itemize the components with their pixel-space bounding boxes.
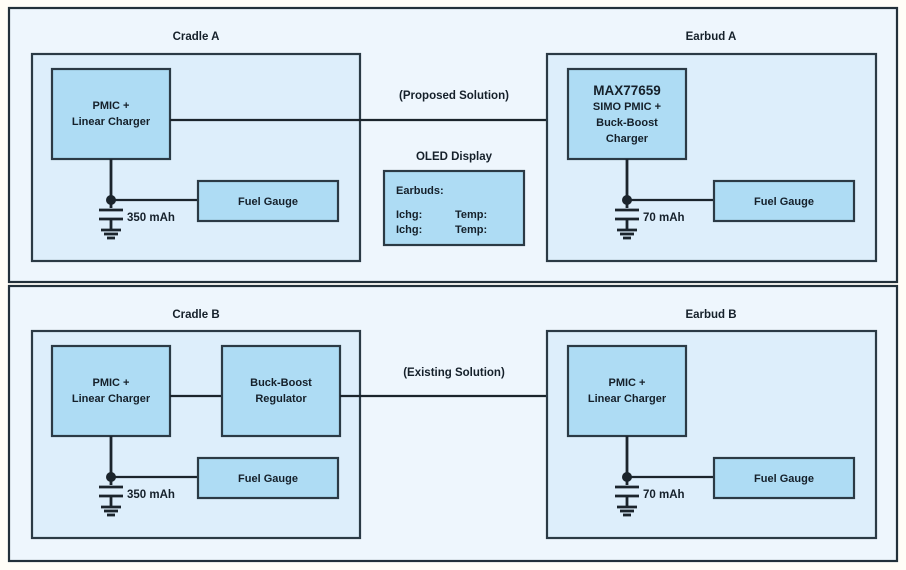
oled-earbuds-label: Earbuds: <box>396 185 444 197</box>
earbud-b-pmic-block <box>566 344 688 438</box>
cradle-a-pmic-block <box>50 67 172 161</box>
earbud-b-pmic-label-line2: Linear Charger <box>588 393 667 405</box>
cradle-b-pmic-label-line1: PMIC + <box>93 377 130 389</box>
earbud-a-max77659-part-number: MAX77659 <box>593 83 661 98</box>
earbud-b-fuel-gauge-label: Fuel Gauge <box>754 473 814 485</box>
cradle-a-fuel-gauge-label: Fuel Gauge <box>238 196 298 208</box>
oled-display-title: OLED Display <box>416 151 493 163</box>
cradle-b-battery-symbol <box>99 477 123 517</box>
earbud-a-max77659-line4: Charger <box>606 133 649 145</box>
cradle-a-battery-label: 350 mAh <box>127 212 175 224</box>
earbud-b-fuel-gauge-block <box>712 456 856 500</box>
earbud-b-pmic-label-line1: PMIC + <box>609 377 646 389</box>
cradle-b-battery-label: 350 mAh <box>127 489 175 501</box>
earbud-a-max77659-block <box>566 67 688 161</box>
cradle-a-pmic-label-line2: Linear Charger <box>72 116 151 128</box>
cradle-a-fuel-gauge-block <box>196 179 340 223</box>
cradle-b-title: Cradle B <box>172 309 219 321</box>
oled-temp-label-1: Temp: <box>455 209 487 221</box>
earbud-a-max77659-line2: SIMO PMIC + <box>593 101 661 113</box>
earbud-b-battery-label: 70 mAh <box>643 489 685 501</box>
earbud-a-max77659-line3: Buck-Boost <box>596 117 658 129</box>
earbud-b-battery-symbol <box>615 477 639 517</box>
cradle-b-buck-boost-block <box>220 344 342 438</box>
cradle-b-fuel-gauge-label: Fuel Gauge <box>238 473 298 485</box>
cradle-a-pmic-label-line1: PMIC + <box>93 100 130 112</box>
cradle-a-title: Cradle A <box>173 31 220 43</box>
panel-proposed-solution: Cradle A PMIC + Linear Charger <box>7 6 899 284</box>
oled-temp-label-2: Temp: <box>455 224 487 236</box>
panel-existing-solution: Cradle B PMIC + Linear Charger Buck-Boos… <box>7 284 899 563</box>
cradle-b-pmic-label-line2: Linear Charger <box>72 393 151 405</box>
existing-solution-annotation: (Existing Solution) <box>403 367 505 379</box>
earbud-a-fuel-gauge-block <box>712 179 856 223</box>
earbud-b-title: Earbud B <box>685 309 736 321</box>
earbud-a-title: Earbud A <box>686 31 737 43</box>
cradle-b-buck-boost-line2: Regulator <box>255 393 307 405</box>
earbud-a-battery-symbol <box>615 200 639 240</box>
cradle-b-buck-boost-line1: Buck-Boost <box>250 377 312 389</box>
proposed-solution-annotation: (Proposed Solution) <box>399 90 509 102</box>
cradle-b-fuel-gauge-block <box>196 456 340 500</box>
earbud-a-fuel-gauge-label: Fuel Gauge <box>754 196 814 208</box>
earbud-a-battery-label: 70 mAh <box>643 212 685 224</box>
cradle-a-battery-symbol <box>99 200 123 240</box>
cradle-b-pmic-block <box>50 344 172 438</box>
oled-ichg-label-1: Ichg: <box>396 209 422 221</box>
oled-ichg-label-2: Ichg: <box>396 224 422 236</box>
oled-display-box <box>382 169 526 247</box>
